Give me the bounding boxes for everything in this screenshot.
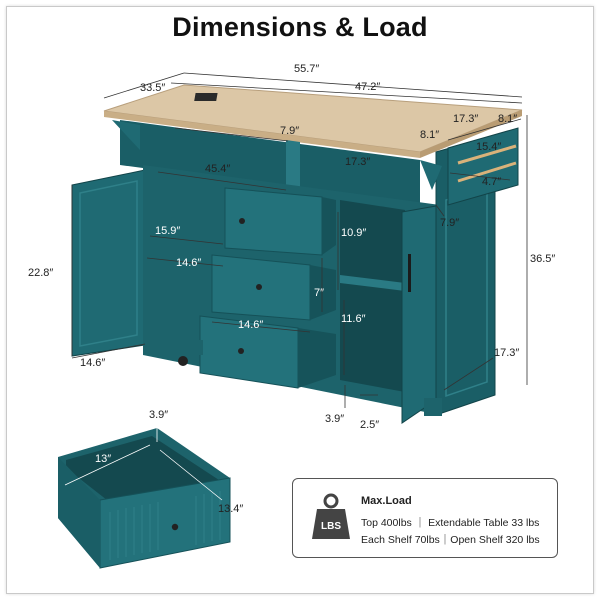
dim-top-length: 47.2″ (355, 81, 380, 93)
dim-drawer-inner-height: 3.9″ (149, 409, 168, 421)
base-rail (143, 340, 203, 355)
dim-total-length: 55.7″ (294, 63, 319, 75)
dim-rack-gap: 8.1″ (420, 129, 439, 141)
caster-wheel (178, 356, 188, 366)
dim-side-depth: 7.9″ (440, 217, 459, 229)
bracket-right (420, 160, 442, 190)
dim-cabinet-depth: 14.6″ (80, 357, 105, 369)
dim-drawer-width: 14.6″ (238, 319, 263, 331)
right-door-handle (408, 254, 411, 292)
dim-lower-height: 11.6″ (341, 313, 366, 325)
dim-depth: 33.5″ (140, 82, 165, 94)
dim-inner-width: 45.4″ (205, 163, 230, 175)
dim-drawer-inner-length: 13″ (95, 453, 111, 465)
dim-cabinet-height: 22.8″ (28, 267, 53, 279)
dim-drawer-height: 10.9″ (341, 227, 366, 239)
dim-side-cabinet-depth: 17.3″ (494, 347, 519, 359)
left-cabinet-door (71, 169, 146, 357)
max-load-panel: LBS Max.Load Top 400lbs ｜ Extendable Tab… (292, 478, 558, 558)
weight-icon-label: LBS (321, 521, 341, 532)
page-title: Dimensions & Load (172, 12, 428, 42)
bracket (112, 120, 140, 150)
dim-open-right-width: 17.3″ (345, 156, 370, 168)
max-load-heading: Max.Load (361, 495, 412, 507)
drawer-detail (58, 425, 231, 569)
drawer-bottom (199, 315, 336, 389)
right-cabinet-door (401, 205, 437, 424)
dim-shelf-depth: 15.9″ (155, 225, 180, 237)
weight-icon: LBS (312, 493, 350, 539)
top-shelf-divider (286, 140, 300, 188)
drawer-middle (211, 254, 336, 321)
dim-wheel-height: 3.9″ (325, 413, 344, 425)
countertop-edge (104, 111, 420, 158)
dim-open-top-width: 7.9″ (280, 125, 299, 137)
dim-total-height: 36.5″ (530, 253, 555, 265)
left-door-panel (79, 180, 138, 347)
dimension-lines (71, 72, 528, 408)
right-cabinet-interior (340, 200, 405, 392)
dim-rack-depth: 8.1″ (498, 113, 517, 125)
dim-drawer-gap: 7″ (314, 287, 324, 299)
drawer-top (224, 187, 336, 256)
right-cabinet-shelf (340, 275, 405, 291)
power-outlet (194, 93, 218, 101)
dim-rack-length: 15.4″ (476, 141, 501, 153)
max-load-line-1: Top 400lbs ｜ Extendable Table 33 lbs (361, 517, 540, 529)
dim-shelf-width: 14.6″ (176, 257, 201, 269)
top-open-shelf (120, 120, 420, 205)
dim-rack-height: 4.7″ (482, 176, 501, 188)
dim-side-width: 17.3″ (453, 113, 478, 125)
dim-drawer-inner-width: 13.4″ (218, 503, 243, 515)
dim-foot-width: 2.5″ (360, 419, 379, 431)
spice-rack (447, 127, 519, 206)
countertop-edge-right (420, 110, 522, 158)
foot (424, 398, 442, 416)
max-load-line-2: Each Shelf 70lbs｜Open Shelf 320 lbs (361, 534, 540, 546)
